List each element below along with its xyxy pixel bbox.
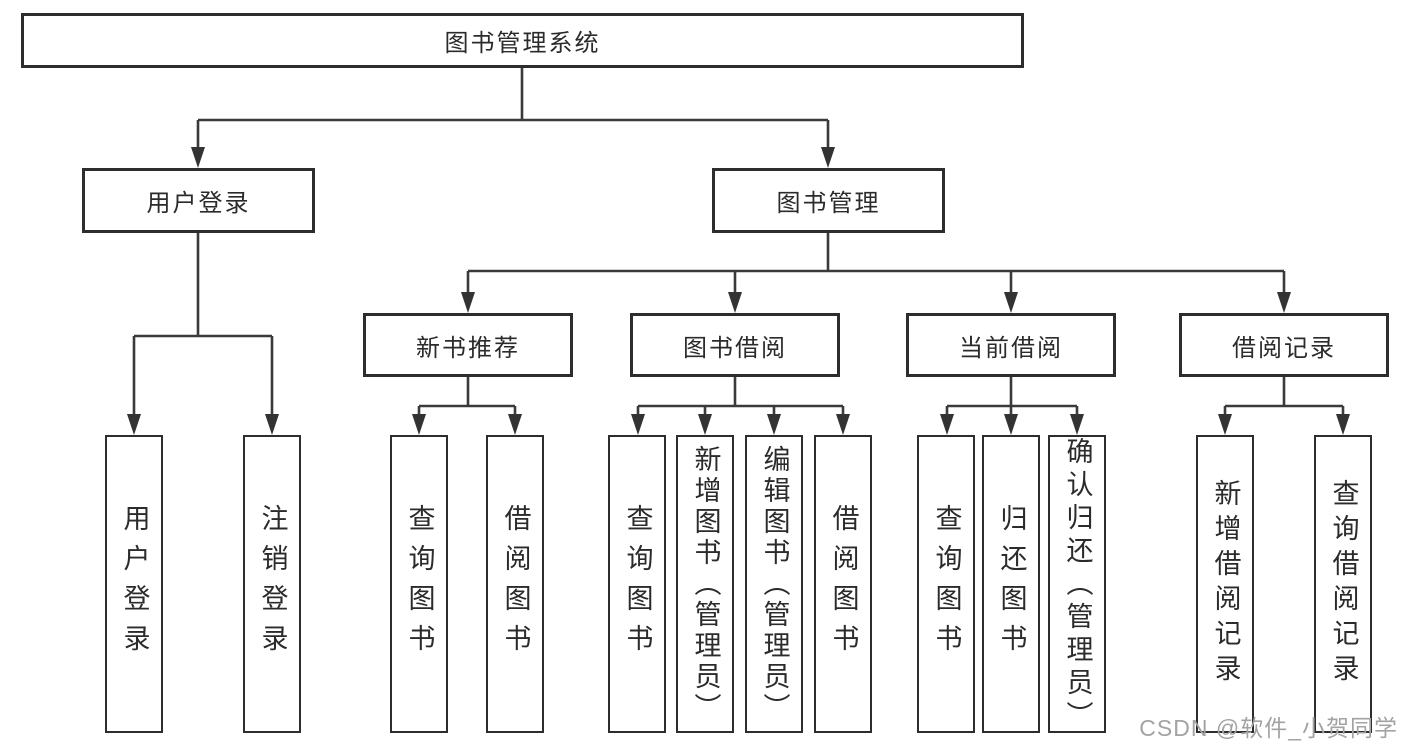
node-borrowing-records: 借阅记录 xyxy=(1179,313,1389,377)
node-user-login: 用户登录 xyxy=(82,168,315,233)
leaf-query-books-recommend: 查询图书 xyxy=(390,435,448,733)
node-book-management: 图书管理 xyxy=(712,168,945,233)
csdn-watermark: CSDN @软件_小贺同学 xyxy=(1139,715,1398,741)
node-current-borrowing: 当前借阅 xyxy=(906,313,1116,377)
leaf-confirm-return-admin: 确认归还（管理员） xyxy=(1048,435,1106,734)
leaf-query-books-borrow: 查询图书 xyxy=(608,435,666,733)
leaf-return-books: 归还图书 xyxy=(982,435,1040,733)
leaf-borrow-books-recommend: 借阅图书 xyxy=(486,435,544,733)
leaf-add-books-admin: 新增图书（管理员） xyxy=(676,435,734,733)
leaf-query-borrow-record: 查询借阅记录 xyxy=(1314,435,1372,733)
node-new-book-recommendation: 新书推荐 xyxy=(363,313,573,377)
leaf-logout: 注销登录 xyxy=(243,435,301,733)
node-book-borrowing: 图书借阅 xyxy=(630,313,840,377)
leaf-user-login: 用户登录 xyxy=(105,435,163,733)
leaf-edit-books-admin: 编辑图书（管理员） xyxy=(745,435,803,733)
node-library-management-system: 图书管理系统 xyxy=(21,13,1024,68)
leaf-borrow-books: 借阅图书 xyxy=(814,435,872,733)
leaf-query-books-current: 查询图书 xyxy=(917,435,975,733)
leaf-add-borrow-record: 新增借阅记录 xyxy=(1196,435,1254,733)
